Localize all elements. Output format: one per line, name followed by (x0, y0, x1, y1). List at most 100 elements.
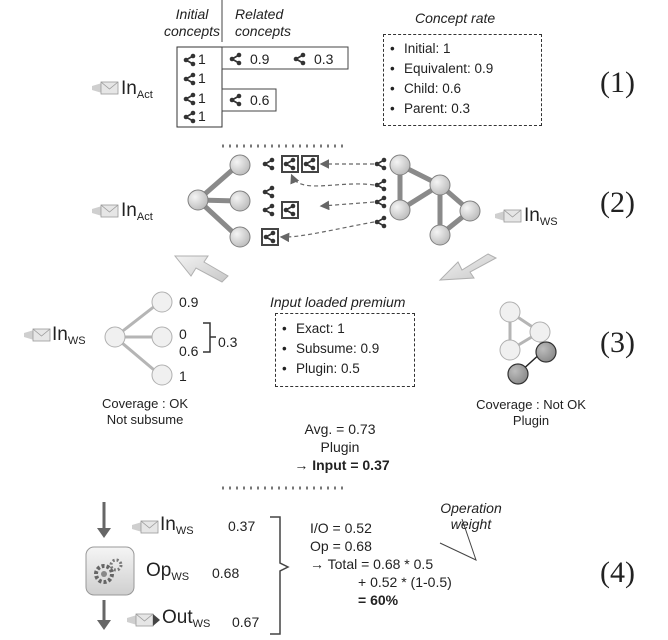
tree-node (499, 339, 521, 361)
concept-icon (182, 71, 197, 87)
concept-rate-box: Initial: 1 Equivalent: 0.9 Child: 0.6 Pa… (383, 34, 542, 126)
plus-line: + 0.52 * (1-0.5) (358, 574, 452, 590)
flow-arrow-icon (438, 253, 498, 281)
envelope-in-icon (131, 520, 159, 534)
premium-item: Subsume: 0.9 (276, 339, 414, 359)
concept-icon (261, 156, 276, 172)
related-value: 0.9 (250, 51, 270, 67)
tree-node (459, 200, 481, 222)
node-value: 0.6 (179, 343, 199, 359)
op-value: 0.68 (212, 565, 240, 581)
premium-item: Exact: 1 (276, 319, 414, 339)
flow-arrow-icon (173, 255, 229, 283)
initial-concepts-box (176, 46, 223, 128)
weight-pointer (439, 518, 477, 561)
section-4-graphics (85, 502, 477, 635)
initial-value: 1 (198, 90, 206, 106)
tree-node (229, 190, 251, 212)
tree-node (389, 199, 411, 221)
input-result-line: → Input = 0.37 (294, 457, 390, 473)
tree-node (429, 174, 451, 196)
step-number-1: (1) (600, 66, 635, 99)
tree-node (151, 364, 173, 386)
concept-icon (373, 194, 388, 210)
envelope-in-icon (91, 81, 119, 95)
initial-value: 1 (198, 108, 206, 124)
concept-rate-title: Concept rate (415, 10, 496, 26)
tree-node (429, 224, 451, 246)
concept-icon (373, 177, 388, 193)
bracket-value: 0.3 (218, 334, 238, 350)
tree-node (151, 291, 173, 313)
in-ws-label: InWS (524, 205, 558, 228)
in-act-label: InAct (121, 200, 153, 223)
in-value: 0.37 (228, 518, 256, 534)
in-ws-label: InWS (52, 324, 86, 347)
in-act-label: InAct (121, 78, 153, 101)
bracket (203, 322, 216, 353)
related-value: 0.6 (250, 92, 270, 108)
tree-node (389, 154, 411, 176)
tree-node-uncovered (507, 363, 529, 385)
concept-icon (261, 202, 276, 218)
bracket (270, 516, 290, 635)
step-number-3: (3) (600, 326, 635, 359)
concept-icon (373, 156, 388, 172)
node-value: 0 (179, 326, 187, 342)
tree-node (499, 301, 521, 323)
section-2-graphics (91, 154, 522, 283)
rate-item: Equivalent: 0.9 (384, 59, 541, 79)
concept-icon (228, 92, 243, 108)
premium-title: Input loaded premium (270, 294, 406, 310)
initial-value: 1 (198, 51, 206, 67)
node-value: 1 (179, 368, 187, 384)
premium-box: Exact: 1 Subsume: 0.9 Plugin: 0.5 (275, 313, 415, 387)
tree-node (151, 326, 173, 348)
concept-icon (228, 51, 243, 67)
concept-icon (261, 184, 276, 200)
premium-item: Plugin: 0.5 (276, 359, 414, 379)
op-ws-label: OpWS (146, 560, 190, 583)
envelope-in-icon (91, 204, 119, 218)
related-row2-box (221, 88, 277, 112)
gear-icon (94, 558, 123, 584)
concept-icon (182, 91, 197, 107)
out-value: 0.67 (232, 614, 260, 630)
related-row1-box (221, 46, 349, 70)
envelope-out-icon (126, 613, 160, 627)
section-1-graphics (91, 0, 349, 128)
related-value: 0.3 (314, 51, 334, 67)
op-line: Op = 0.68 (310, 538, 372, 554)
concept-icon (292, 51, 307, 67)
node-value: 0.9 (179, 294, 199, 310)
concept-icon (182, 109, 197, 125)
tree-node (529, 321, 551, 343)
step-number-4: (4) (600, 556, 635, 589)
envelope-in-icon (494, 209, 522, 223)
initial-value: 1 (198, 70, 206, 86)
result-type-line: Plugin (320, 439, 360, 455)
step-number-2: (2) (600, 186, 635, 219)
rate-item: Initial: 1 (384, 39, 541, 59)
tree-node (229, 154, 251, 176)
average-line: Avg. = 0.73 (304, 421, 376, 437)
tree-node (187, 189, 209, 211)
tree-node (104, 326, 126, 348)
concept-icon (182, 52, 197, 68)
out-ws-label: OutWS (162, 607, 211, 630)
envelope-in-icon (23, 328, 51, 342)
result-line: = 60% (358, 592, 399, 608)
in-ws-label: InWS (160, 514, 194, 537)
io-line: I/O = 0.52 (310, 520, 372, 536)
tree-node (229, 226, 251, 248)
rate-item: Parent: 0.3 (384, 99, 541, 119)
total-line: → Total = 0.68 * 0.5 (310, 556, 434, 572)
rate-item: Child: 0.6 (384, 79, 541, 99)
section-3-graphics (23, 291, 557, 386)
